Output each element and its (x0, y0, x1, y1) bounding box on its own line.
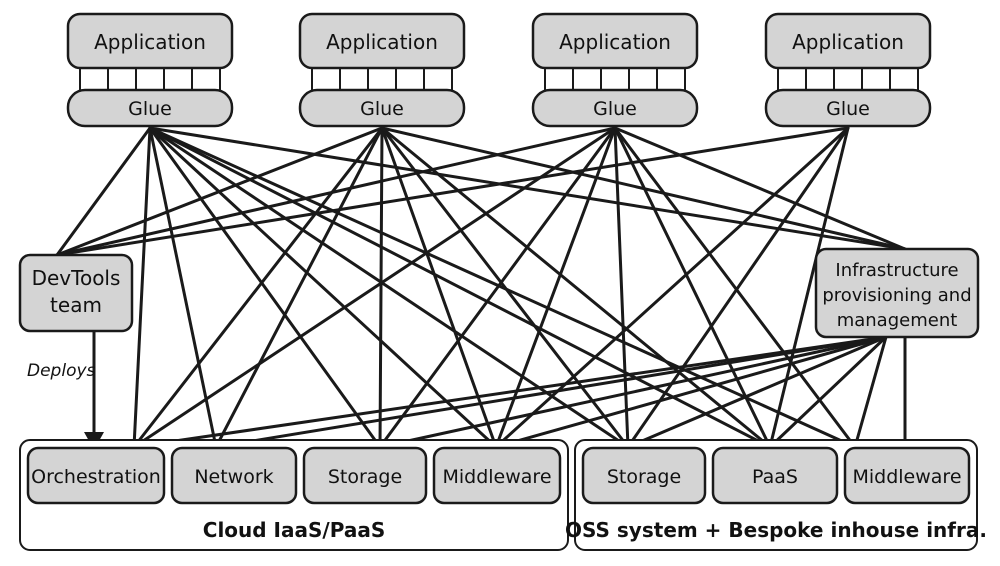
connector-infra-cstor (378, 335, 888, 449)
cloud-middleware-label: Middleware (442, 466, 551, 488)
application-box (66, 12, 234, 70)
connector-glue1-cstor (148, 126, 382, 449)
connector-glue2-orch (132, 126, 384, 449)
connector-glue2-cmid (380, 126, 498, 449)
connector-glue1-cmid (148, 126, 498, 449)
connector-glue3-orch (132, 126, 617, 449)
glue-connector-strip (777, 68, 919, 90)
connector-glue1-orch (132, 126, 152, 449)
connector-glue4-ostor (626, 126, 850, 449)
application-label: Application (792, 30, 904, 54)
connector-glue1-devtools (55, 126, 152, 257)
glue-label: Glue (360, 98, 404, 120)
connector-glue2-paas (380, 126, 772, 449)
application-stacks: Application Glue Application Glue Applic… (66, 12, 932, 128)
connector-glue3-paas (613, 126, 772, 449)
connector-infra-omid (853, 335, 888, 449)
application-stack-1: Application Glue (66, 12, 234, 128)
connector-infra-ostor (626, 335, 888, 449)
glue-label: Glue (128, 98, 172, 120)
cloud-group-label: Cloud IaaS/PaaS (203, 518, 385, 542)
connector-infra-paas (768, 335, 888, 449)
infra-provisioning: Infrastructure provisioning and manageme… (814, 247, 980, 339)
application-label: Application (559, 30, 671, 54)
connector-glue2-cstor (378, 126, 384, 449)
oss-group-label: OSS system + Bespoke inhouse infra. (565, 518, 987, 542)
connector-glue2-ostor (380, 126, 630, 449)
connector-glue3-omid (613, 126, 857, 449)
cloud-storage (302, 446, 428, 505)
application-stack-4: Application Glue (764, 12, 932, 128)
application-label: Application (326, 30, 438, 54)
connector-glue1-paas (148, 126, 772, 449)
connection-lines (55, 126, 907, 449)
oss-paas-label: PaaS (752, 466, 798, 488)
devtools-label-line2: team (50, 293, 102, 317)
cloud-orchestration (26, 446, 166, 505)
glue-box (764, 88, 932, 128)
cloud-middleware (432, 446, 562, 505)
oss-middleware (843, 446, 971, 505)
glue-connector-strip (311, 68, 453, 90)
glue-connector-strip (544, 68, 686, 90)
connector-glue3-cmid (494, 126, 617, 449)
glue-box (298, 88, 466, 128)
connector-infra-net (214, 335, 888, 449)
oss-group: Storage PaaS Middleware OSS system + Bes… (565, 439, 987, 551)
connector-glue4-devtools (55, 126, 850, 257)
deploys-label: Deploys (27, 361, 96, 381)
application-stack-3: Application Glue (531, 12, 699, 128)
oss-storage-label: Storage (607, 466, 681, 488)
cloud-orchestration-label: Orchestration (31, 466, 161, 488)
oss-paas (711, 446, 839, 505)
application-stack-2: Application Glue (298, 12, 466, 128)
connector-glue3-devtools (55, 126, 617, 257)
application-label: Application (94, 30, 206, 54)
glue-box (66, 88, 234, 128)
glue-label: Glue (593, 98, 637, 120)
glue-box (531, 88, 699, 128)
connector-glue3-ostor (613, 126, 630, 449)
connector-glue2-devtools (55, 126, 384, 257)
connector-glue3-cstor (378, 126, 617, 449)
cloud-network (170, 446, 298, 505)
devtools-team: DevTools team (18, 253, 134, 333)
connector-glue4-cmid (494, 126, 850, 449)
cloud-storage-label: Storage (328, 466, 402, 488)
glue-connector-strip (79, 68, 221, 90)
connector-glue3-infra (613, 126, 907, 251)
connector-glue4-paas (768, 126, 850, 449)
application-box (764, 12, 932, 70)
application-box (298, 12, 466, 70)
application-box (531, 12, 699, 70)
deploys-arrow (84, 332, 104, 450)
connector-glue1-net (148, 126, 218, 449)
infra-label-line3: management (837, 310, 958, 331)
devtools-label-line1: DevTools (32, 266, 121, 290)
connector-glue2-net (214, 126, 384, 449)
glue-label: Glue (826, 98, 870, 120)
cloud-network-label: Network (194, 466, 273, 488)
connector-glue1-omid (148, 126, 857, 449)
infra-label-line1: Infrastructure (835, 260, 958, 281)
cloud-group: Orchestration Network Storage Middleware… (19, 439, 569, 551)
oss-middleware-label: Middleware (852, 466, 961, 488)
connector-infra-orch (132, 335, 888, 449)
connector-infra-cmid (494, 335, 888, 449)
infra-label-line2: provisioning and (822, 285, 971, 306)
oss-storage (581, 446, 707, 505)
